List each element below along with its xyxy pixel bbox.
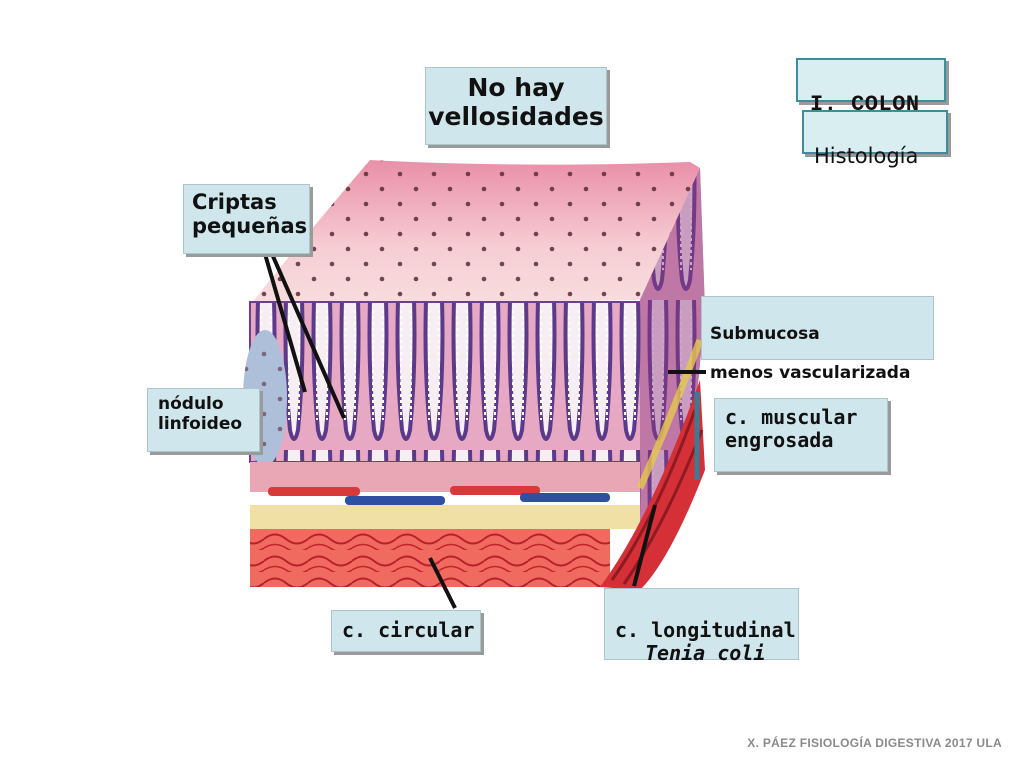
label-tenia-coli: Tenia coli	[645, 641, 766, 665]
slide-subtitle-box: Histología	[802, 110, 948, 168]
label-submucosa-line2: menos vascularizada	[710, 362, 911, 383]
label-longitudinal-line1: c. longitudinal	[615, 618, 796, 642]
label-lymphoid-nodule: nódulo linfoideo	[147, 388, 260, 452]
label-villi: No hay vellosidades	[425, 67, 607, 145]
label-submucosa-line1: Submucosa	[710, 323, 820, 344]
label-submucosa: Submucosa menos vascularizada	[701, 296, 934, 382]
label-crypts: Criptas pequeñas	[183, 184, 310, 254]
label-longitudinal: c. longitudinal Tenia coli	[604, 588, 799, 665]
submucosa-layer	[250, 505, 642, 529]
crypt-layer	[250, 302, 642, 462]
slide-title-box: I. COLON	[796, 58, 946, 117]
label-muscular: c. muscular engrosada	[714, 398, 888, 472]
slide-footer: X. PÁEZ FISIOLOGÍA DIGESTIVA 2017 ULA	[747, 736, 1002, 750]
slide-subtitle: Histología	[814, 144, 919, 169]
label-circular: c. circular	[331, 610, 481, 652]
